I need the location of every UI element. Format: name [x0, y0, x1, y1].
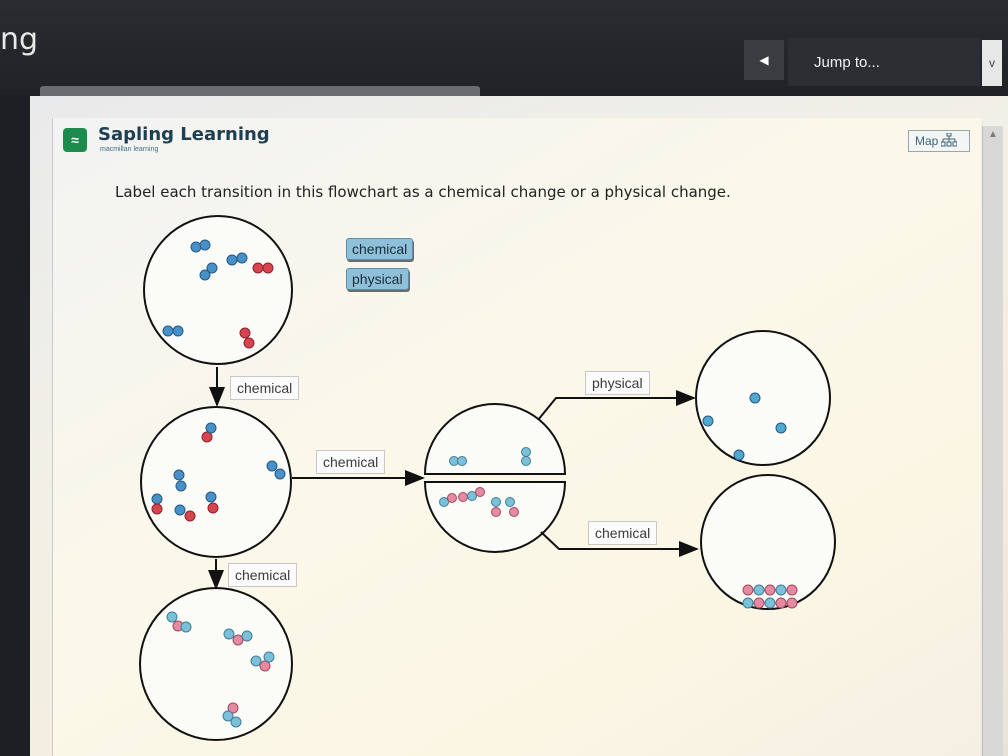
- state-circle-middle: [140, 406, 292, 558]
- map-button[interactable]: Map: [908, 130, 970, 152]
- answer-chip-chemical[interactable]: chemical: [346, 238, 414, 260]
- map-label: Map: [915, 134, 939, 148]
- scrollbar[interactable]: ▲: [982, 126, 1003, 756]
- molecules-middle: [151, 422, 286, 522]
- logo-subtitle: macmillan learning: [100, 146, 159, 153]
- state-circle-top: [143, 215, 293, 365]
- logo-text: Sapling Learning: [98, 124, 270, 145]
- answer-chip-physical[interactable]: physical: [346, 268, 409, 290]
- molecules-right-upper: [702, 392, 787, 461]
- molecules-top: [162, 239, 274, 349]
- drop-target-middle-to-split[interactable]: chemical: [316, 450, 386, 474]
- chevron-down-icon[interactable]: v: [982, 40, 1002, 86]
- split-circle: [423, 403, 567, 553]
- state-circle-right-lower: [700, 474, 836, 610]
- previous-button[interactable]: ◀: [744, 40, 784, 80]
- state-circle-right-upper: [695, 330, 831, 466]
- molecules-bottom: [166, 611, 275, 728]
- question-tabs[interactable]: [40, 86, 480, 98]
- drop-target-middle-to-bottom[interactable]: chemical: [228, 563, 298, 587]
- jump-to-select[interactable]: Jump to...: [788, 38, 980, 86]
- drop-target-split-lower-to-right[interactable]: chemical: [588, 521, 658, 545]
- drop-target-split-upper-to-right[interactable]: physical: [585, 371, 650, 395]
- molecules-split: [439, 447, 531, 517]
- sapling-logo-icon: ≈: [63, 128, 87, 152]
- top-nav-bar: ng ◀ Jump to... v: [0, 0, 1008, 95]
- question-prompt: Label each transition in this flowchart …: [115, 183, 731, 201]
- sitemap-icon: [940, 132, 958, 150]
- molecules-right-lower: [742, 584, 798, 609]
- chevron-left-icon: ◀: [759, 53, 769, 67]
- drop-target-top-to-middle[interactable]: chemical: [230, 376, 300, 400]
- site-title-fragment: ng: [0, 22, 39, 57]
- scroll-up-icon[interactable]: ▲: [988, 129, 998, 140]
